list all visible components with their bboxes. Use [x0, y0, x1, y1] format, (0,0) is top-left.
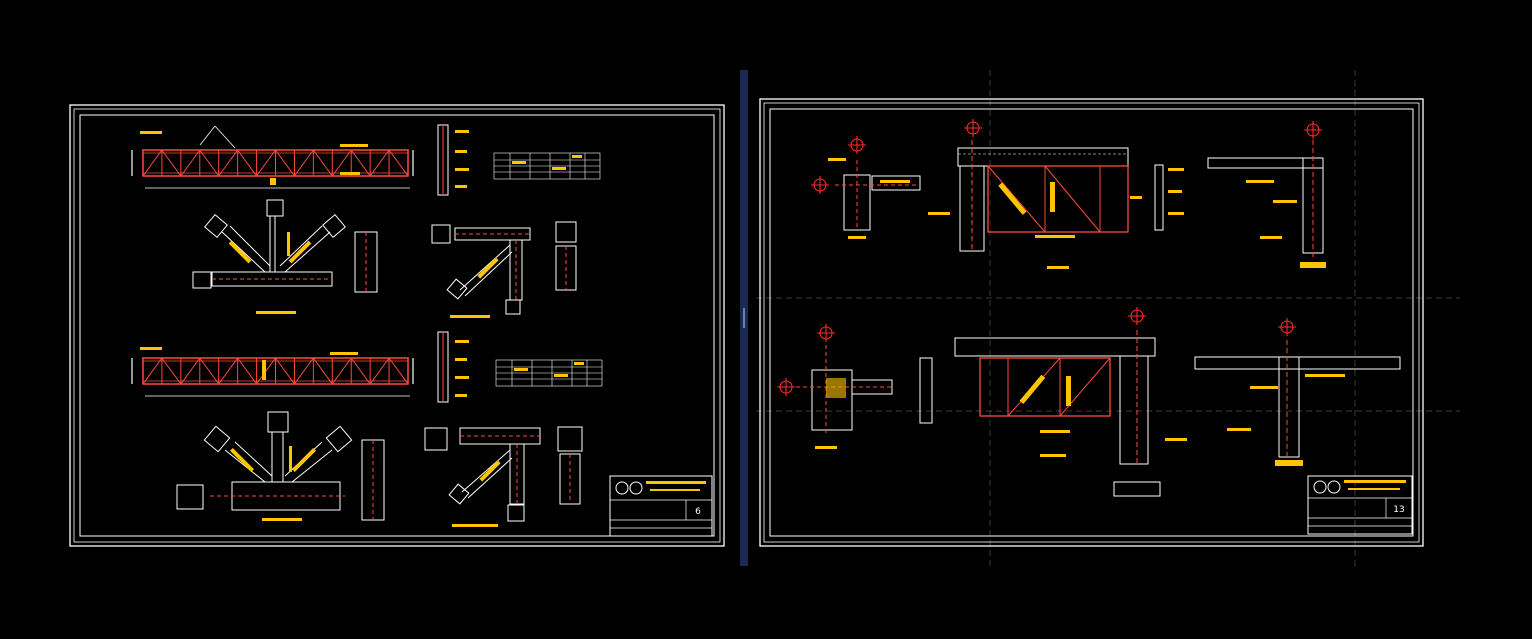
frame-elevation-2	[919, 330, 1187, 497]
sheet-inner-frame	[79, 114, 715, 537]
viewport-splitter[interactable]	[740, 70, 748, 566]
left-sheet[interactable]: 6	[69, 104, 725, 547]
guide-lines	[756, 70, 1460, 566]
splitter-grip-icon[interactable]	[743, 308, 745, 328]
knee-joint-1	[431, 221, 577, 318]
title-block-right: 13	[1307, 475, 1413, 535]
node-detail-1	[192, 199, 378, 314]
truss-elevation-1	[131, 125, 414, 189]
schedule-table-2	[495, 359, 603, 387]
title-block-left: 6	[609, 475, 713, 537]
node-detail-2	[176, 411, 385, 521]
sheet-number: 6	[695, 507, 701, 517]
truss-elevation-2	[131, 347, 414, 397]
grid-markers	[777, 119, 1322, 396]
sheet-outer-frame	[759, 98, 1424, 547]
cantilever-detail-2	[1194, 340, 1401, 466]
sheet-outer-frame	[69, 104, 725, 547]
sheet-number: 13	[1393, 505, 1404, 515]
right-sheet[interactable]: 13	[759, 98, 1424, 547]
column-section-1	[437, 124, 469, 196]
section-detail-b	[796, 345, 893, 449]
schedule-table-1	[493, 152, 601, 180]
knee-joint-2	[424, 426, 583, 527]
cantilever-detail-1	[1207, 140, 1326, 268]
sheet-inner-frame	[769, 108, 1414, 537]
frame-elevation-1	[928, 140, 1184, 269]
title-block-logo-icon	[1313, 480, 1327, 494]
sheet-mid-frame	[73, 108, 721, 543]
sheet-mid-frame	[763, 102, 1420, 543]
section-detail-a	[828, 158, 921, 239]
title-block-logo-icon	[615, 481, 629, 495]
column-section-2	[437, 331, 469, 403]
